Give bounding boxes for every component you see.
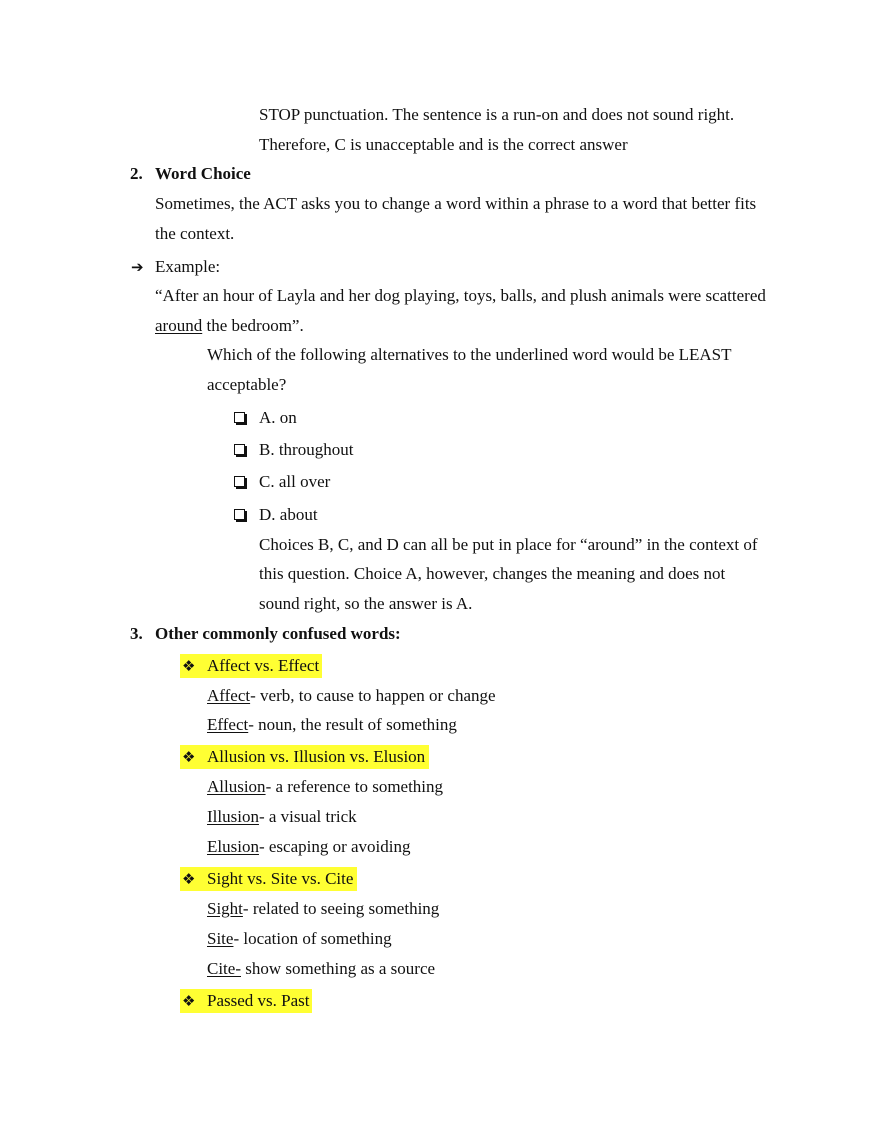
diamond-bullet-icon: ❖ bbox=[182, 992, 196, 1010]
term-illusion: Illusion bbox=[207, 807, 259, 826]
term-elusion: Elusion bbox=[207, 837, 259, 856]
choice-b: B. throughout bbox=[259, 440, 354, 459]
group-heading-sight: Sight vs. Site vs. Cite bbox=[207, 869, 354, 888]
example-quote-1: “After an hour of Layla and her dog play… bbox=[155, 286, 766, 305]
choice-a: A. on bbox=[259, 408, 297, 427]
definition-site-text: - location of something bbox=[233, 929, 392, 948]
definition-sight-text: - related to seeing something bbox=[242, 899, 440, 918]
definition-allusion-text: - a reference to something bbox=[265, 777, 444, 796]
definition-cite: Cite- show something as a source bbox=[207, 959, 435, 979]
term-cite: Cite- bbox=[207, 959, 241, 978]
question-line-2: acceptable? bbox=[207, 375, 287, 394]
checkbox-icon bbox=[234, 444, 245, 455]
intro-line-2: Therefore, C is unacceptable and is the … bbox=[259, 135, 628, 154]
section-2-title: Word Choice bbox=[155, 164, 251, 183]
diamond-bullet-icon: ❖ bbox=[182, 657, 196, 675]
checkbox-icon bbox=[234, 476, 245, 487]
term-affect: Affect bbox=[207, 686, 251, 705]
checkbox-icon bbox=[234, 412, 245, 423]
term-effect: Effect bbox=[207, 715, 249, 734]
arrow-right-icon: ➔ bbox=[131, 258, 144, 276]
group-heading-allusion: Allusion vs. Illusion vs. Elusion bbox=[207, 747, 426, 766]
diamond-bullet-icon: ❖ bbox=[182, 870, 196, 888]
definition-cite-text: show something as a source bbox=[241, 959, 436, 978]
definition-effect: Effect- noun, the result of something bbox=[207, 715, 457, 735]
explanation-1: Choices B, C, and D can all be put in pl… bbox=[259, 535, 758, 554]
section-2-body-2: the context. bbox=[155, 224, 235, 243]
highlight-band bbox=[180, 745, 429, 769]
section-3-title: Other commonly confused words: bbox=[155, 624, 401, 643]
example-label: Example: bbox=[155, 257, 221, 276]
question-line-1: Which of the following alternatives to t… bbox=[207, 345, 732, 364]
underlined-word: around bbox=[155, 316, 203, 335]
definition-illusion: Illusion- a visual trick bbox=[207, 807, 357, 827]
checkbox-icon bbox=[234, 509, 245, 520]
explanation-3: sound right, so the answer is A. bbox=[259, 594, 473, 613]
definition-affect-text: - verb, to cause to happen or change bbox=[250, 686, 496, 705]
choice-c: C. all over bbox=[259, 472, 331, 491]
group-heading-passed: Passed vs. Past bbox=[207, 991, 310, 1010]
explanation-2: this question. Choice A, however, change… bbox=[259, 564, 726, 583]
definition-effect-text: - noun, the result of something bbox=[248, 715, 457, 734]
definition-site: Site- location of something bbox=[207, 929, 392, 949]
diamond-bullet-icon: ❖ bbox=[182, 748, 196, 766]
term-allusion: Allusion bbox=[207, 777, 266, 796]
definition-illusion-text: - a visual trick bbox=[258, 807, 357, 826]
highlight-band bbox=[180, 989, 312, 1013]
term-sight: Sight bbox=[207, 899, 243, 918]
definition-affect: Affect- verb, to cause to happen or chan… bbox=[207, 686, 496, 706]
definition-allusion: Allusion- a reference to something bbox=[207, 777, 443, 797]
choice-d: D. about bbox=[259, 505, 318, 524]
group-heading-affect-effect: Affect vs. Effect bbox=[207, 656, 320, 675]
definition-sight: Sight- related to seeing something bbox=[207, 899, 439, 919]
section-2-number: 2. bbox=[130, 164, 143, 183]
highlight-band bbox=[180, 654, 322, 678]
definition-elusion: Elusion- escaping or avoiding bbox=[207, 837, 411, 857]
highlight-band bbox=[180, 867, 357, 891]
intro-line-1: STOP punctuation. The sentence is a run-… bbox=[259, 105, 735, 124]
section-2-body-1: Sometimes, the ACT asks you to change a … bbox=[155, 194, 757, 213]
term-site: Site bbox=[207, 929, 234, 948]
section-3-number: 3. bbox=[130, 624, 143, 643]
example-quote-2-rest: the bedroom”. bbox=[202, 316, 304, 335]
example-quote-2: around the bedroom”. bbox=[155, 316, 304, 336]
definition-elusion-text: - escaping or avoiding bbox=[258, 837, 411, 856]
